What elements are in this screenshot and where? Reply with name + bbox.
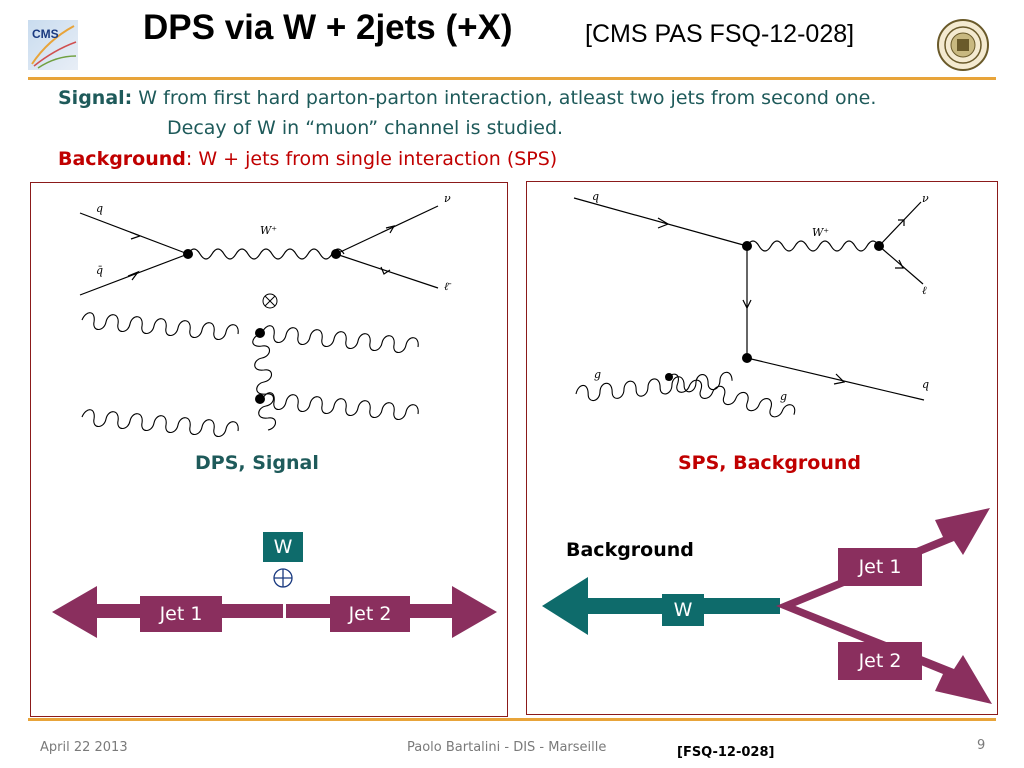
- background-label: Background: [58, 148, 186, 170]
- sps-jet1-label: Jet 1: [838, 548, 922, 586]
- label-lbar: ℓ̄: [444, 280, 452, 293]
- footer-date: April 22 2013: [40, 740, 128, 755]
- sps-label-l: ℓ: [922, 284, 927, 297]
- sps-feynman-diagram: q g W⁺ ν ℓ q g: [573, 190, 929, 418]
- dps-jet-arrow: [52, 586, 497, 638]
- university-seal: [936, 18, 990, 72]
- sps-background-panel: [526, 181, 998, 715]
- dps-jet1-label: Jet 1: [140, 596, 222, 632]
- dps-signal-panel: [30, 182, 508, 717]
- cms-logo-text: CMS: [32, 27, 59, 41]
- signal-label: Signal:: [58, 87, 133, 109]
- sps-background-caption: SPS, Background: [678, 452, 862, 474]
- sps-background-title: Background: [566, 539, 694, 561]
- header-divider: [28, 77, 996, 80]
- sps-label-nu: ν: [922, 192, 929, 205]
- slide-reference: [CMS PAS FSQ-12-028]: [585, 20, 855, 48]
- sps-label-g-out: g: [780, 390, 787, 403]
- label-nu: ν: [444, 192, 451, 205]
- slide-title: DPS via W + 2jets (+X): [143, 8, 513, 47]
- footer-author: Paolo Bartalini - DIS - Marseille: [407, 740, 607, 755]
- dps-feynman-diagram: q q̄ W⁺ ν ℓ̄: [79, 192, 452, 438]
- cms-logo-graphic: CMS: [31, 25, 77, 69]
- cms-logo: CMS: [28, 20, 78, 70]
- decay-description: Decay of W in “muon” channel is studied.: [167, 117, 564, 139]
- footer-reference: [FSQ-12-028]: [677, 745, 775, 760]
- footer-page-number: 9: [977, 738, 986, 753]
- label-w-plus: W⁺: [260, 224, 277, 237]
- dps-signal-caption: DPS, Signal: [195, 452, 319, 474]
- dps-w-label: W: [263, 532, 303, 562]
- sps-w-label: W: [662, 594, 704, 626]
- oplus-icon: [273, 568, 293, 588]
- footer-divider: [28, 718, 996, 721]
- dps-jet2-label: Jet 2: [330, 596, 410, 632]
- signal-description: W from first hard parton-parton interact…: [132, 87, 877, 109]
- sps-label-w-plus: W⁺: [812, 226, 829, 239]
- label-q: q: [96, 202, 103, 215]
- sps-jet2-label: Jet 2: [838, 642, 922, 680]
- sps-label-g-in: g: [594, 368, 601, 381]
- label-qbar: q̄: [96, 264, 103, 277]
- background-line: Background: W + jets from single interac…: [58, 148, 557, 170]
- sps-jets-arrow: [542, 508, 992, 704]
- background-description: : W + jets from single interaction (SPS): [185, 148, 558, 170]
- signal-line: Signal: W from first hard parton-parton …: [58, 87, 876, 109]
- sps-label-q-in: q: [592, 190, 599, 203]
- sps-label-q-out: q: [922, 378, 929, 391]
